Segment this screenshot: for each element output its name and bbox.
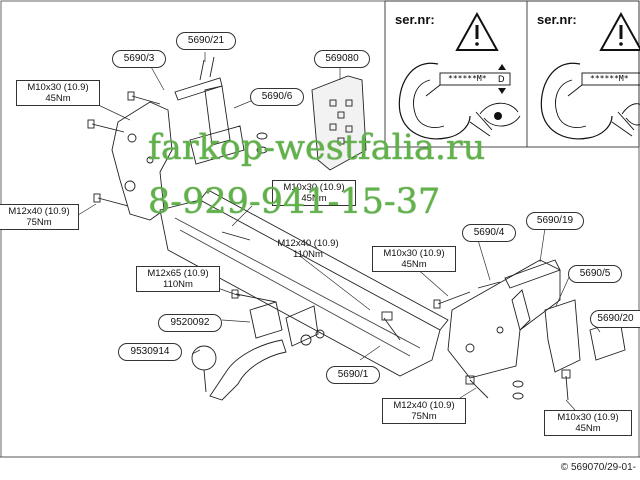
part-label-5690-4: 5690/4 [462, 224, 516, 242]
bolt-group [87, 91, 571, 401]
serial-sticker-2 [581, 72, 640, 86]
bolt-spec: M12x40 (10.9) [277, 238, 339, 249]
torque-value: 75Nm [26, 217, 52, 228]
part-label-5690-6: 5690/6 [250, 88, 304, 106]
torque-value: 110Nm [293, 249, 323, 260]
torque-label-t8: M10x30 (10.9) 45Nm [544, 410, 632, 436]
part-label-5690-19: 5690/19 [526, 212, 584, 230]
part-label-5690-5: 5690/5 [568, 265, 622, 283]
torque-label-t2: M12x40 (10.9) 75Nm [0, 204, 79, 230]
serial-label-2: ser.nr: [537, 12, 577, 27]
torque-label-t5: M10x30 (10.9) 45Nm [372, 246, 456, 272]
bracket-5690-21 [174, 77, 223, 101]
part-label-5690-3: 5690/3 [112, 50, 166, 68]
bracket-5690-6 [204, 85, 231, 146]
left-side-bracket [111, 101, 173, 221]
bolt-spec: M10x30 (10.9) [383, 248, 445, 259]
serial-code-1: ******M* [448, 74, 487, 83]
part-label-9520092: 9520092 [158, 314, 222, 332]
watermark-site: farkop-westfalia.ru [148, 128, 486, 168]
right-side-bracket [447, 259, 561, 379]
torque-label-t7: M12x40 (10.9) 75Nm [382, 398, 466, 424]
torque-label-t4: M12x40 (10.9) 110Nm [268, 238, 348, 260]
bolt-spec: M12x65 (10.9) [147, 268, 209, 279]
part-label-5690-21: 5690/21 [176, 32, 236, 50]
socket-plate-569080 [311, 75, 367, 171]
torque-label-t3: M10x30 (10.9) 45Nm [272, 180, 356, 206]
torque-value: 45Nm [301, 193, 327, 204]
bolt-spec: M10x30 (10.9) [557, 412, 619, 423]
part-label-5690-1: 5690/1 [326, 366, 380, 384]
serial-label-1: ser.nr: [395, 12, 435, 27]
bracket-5690-19 [504, 259, 561, 289]
torque-label-t1: M10x30 (10.9) 45Nm [16, 80, 100, 106]
part-label-9530914: 9530914 [118, 343, 182, 361]
serial-code-2: ******M* [590, 74, 629, 83]
warning-triangle-icon [599, 11, 640, 51]
part-label-5690-20: 5690/20 [590, 310, 640, 328]
torque-value: 75Nm [411, 411, 437, 422]
bolt-spec: M12x40 (10.9) [393, 400, 455, 411]
bolt-spec: M10x30 (10.9) [27, 82, 89, 93]
tow-ball [191, 345, 217, 371]
tow-ball-neck [209, 339, 287, 401]
torque-value: 45Nm [45, 93, 71, 104]
bracket-5690-5 [544, 299, 581, 373]
eye-icon [469, 102, 521, 137]
part-label-569080: 569080 [314, 50, 370, 68]
torque-label-t6: M12x65 (10.9) 110Nm [136, 266, 220, 292]
warning-panels-frame [384, 0, 640, 148]
bracket-outline-left [398, 62, 471, 140]
torque-value: 110Nm [163, 279, 193, 290]
bolt-spec: M10x30 (10.9) [283, 182, 345, 193]
document-footer: © 569070/29-01- [560, 462, 636, 473]
serial-marker-1: D [498, 74, 505, 84]
torque-value: 45Nm [575, 423, 601, 434]
serial-sticker-1 [439, 72, 511, 86]
clamp-9520092 [249, 301, 283, 339]
eye-icon [611, 103, 640, 137]
bracket-outline-right [540, 62, 613, 140]
bolt-spec: M12x40 (10.9) [8, 206, 70, 217]
warning-triangle-icon [455, 11, 499, 51]
torque-value: 45Nm [401, 259, 427, 270]
watermark-phone: 8-929-941-15-37 [148, 182, 441, 222]
